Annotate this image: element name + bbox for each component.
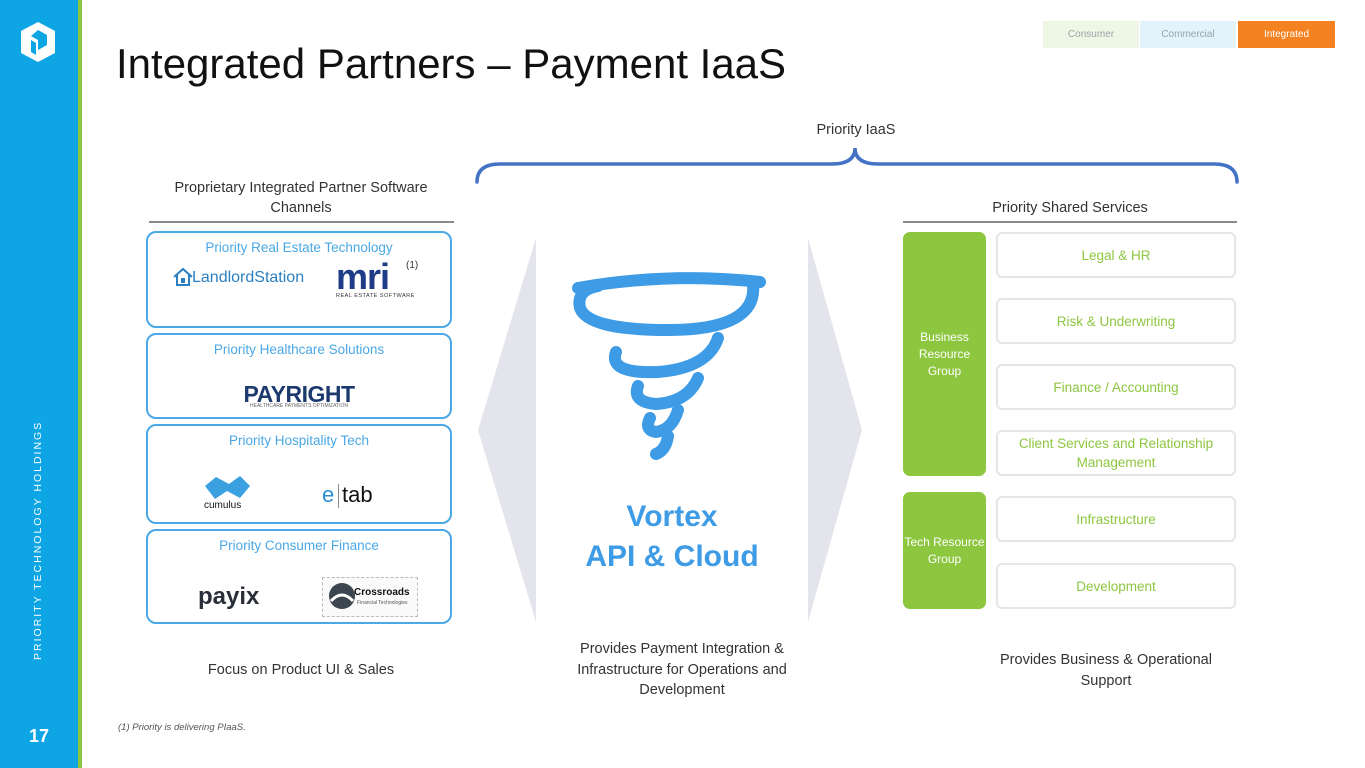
sidebar-accent-line: [78, 0, 82, 768]
payix-logo: payix: [198, 583, 260, 610]
business-resource-group: Business Resource Group: [903, 232, 986, 476]
crossroads-logo-subtitle: Financial Technologies: [357, 600, 408, 606]
etab-logo-tab: tab: [342, 482, 373, 507]
crossroads-logo-text: Crossroads: [354, 587, 410, 598]
tech-resource-group: Tech Resource Group: [903, 492, 986, 609]
page-title: Integrated Partners – Payment IaaS: [116, 40, 787, 87]
left-column-footer: Focus on Product UI & Sales: [207, 662, 395, 678]
service-infrastructure: Infrastructure: [996, 496, 1236, 542]
service-client-services: Client Services and Relationship Managem…: [996, 430, 1236, 476]
left-divider: [149, 221, 454, 223]
partner-card-healthcare: Priority Healthcare Solutions PAYRIGHT H…: [146, 333, 452, 419]
service-development: Development: [996, 563, 1236, 609]
payright-logo: PAYRIGHT: [243, 381, 355, 407]
center-footer: Provides Payment Integration & Infrastru…: [577, 641, 787, 698]
right-column-header: Priority Shared Services: [992, 200, 1148, 216]
page-number: 17: [28, 726, 50, 746]
footnote: (1) Priority is delivering PIaaS.: [118, 722, 246, 733]
landlordstation-logo: LandlordStation: [192, 269, 305, 286]
crossroads-logo: Crossroads Financial Technologies: [322, 577, 418, 617]
sidebar-rail: [0, 0, 78, 768]
partner-card-hospitality: Priority Hospitality Tech cumulus e tab: [146, 424, 452, 524]
service-legal-hr: Legal & HR: [996, 232, 1236, 278]
tab-commercial[interactable]: Commercial: [1140, 21, 1236, 48]
cumulus-logo: cumulus: [204, 500, 242, 511]
partner-card-consumer-finance: Priority Consumer Finance payix Crossroa…: [146, 529, 452, 624]
tab-consumer[interactable]: Consumer: [1043, 21, 1139, 48]
vortex-title-line2: API & Cloud: [585, 540, 759, 573]
cumulus-cloud-icon: [205, 476, 250, 499]
brace-icon: [475, 147, 1239, 184]
priority-logo-icon: [21, 22, 55, 62]
service-finance-accounting: Finance / Accounting: [996, 364, 1236, 410]
crossroads-emblem-icon: [329, 583, 355, 609]
partner-card-title: Priority Real Estate Technology: [205, 240, 393, 255]
vortex-title-line1: Vortex: [626, 500, 718, 533]
partner-card-title: Priority Consumer Finance: [219, 538, 379, 553]
tab-integrated[interactable]: Integrated: [1238, 21, 1335, 48]
partner-card-title: Priority Healthcare Solutions: [213, 342, 385, 357]
etab-logo-divider: [338, 484, 339, 508]
payright-logo-subtitle: HEALTHCARE PAYMENTS OPTIMIZATION: [250, 403, 348, 409]
partner-card-title: Priority Hospitality Tech: [228, 433, 370, 448]
partner-card-real-estate: Priority Real Estate Technology Landlord…: [146, 231, 452, 328]
footnote-marker: (1): [406, 260, 419, 271]
mri-logo: mri: [336, 256, 390, 297]
etab-logo-e: e: [322, 482, 335, 507]
right-divider: [903, 221, 1237, 223]
right-column-footer: Provides Business & Operational Support: [1000, 652, 1212, 689]
tornado-icon: [572, 272, 766, 460]
brace-label: Priority IaaS: [816, 122, 896, 138]
left-column-header: Proprietary Integrated Partner Software …: [174, 180, 428, 216]
house-icon: [173, 267, 193, 286]
service-risk-underwriting: Risk & Underwriting: [996, 298, 1236, 344]
company-vertical-label: PRIORITY TECHNOLOGY HOLDINGS: [32, 420, 44, 660]
mri-logo-subtitle: REAL ESTATE SOFTWARE: [336, 293, 415, 299]
